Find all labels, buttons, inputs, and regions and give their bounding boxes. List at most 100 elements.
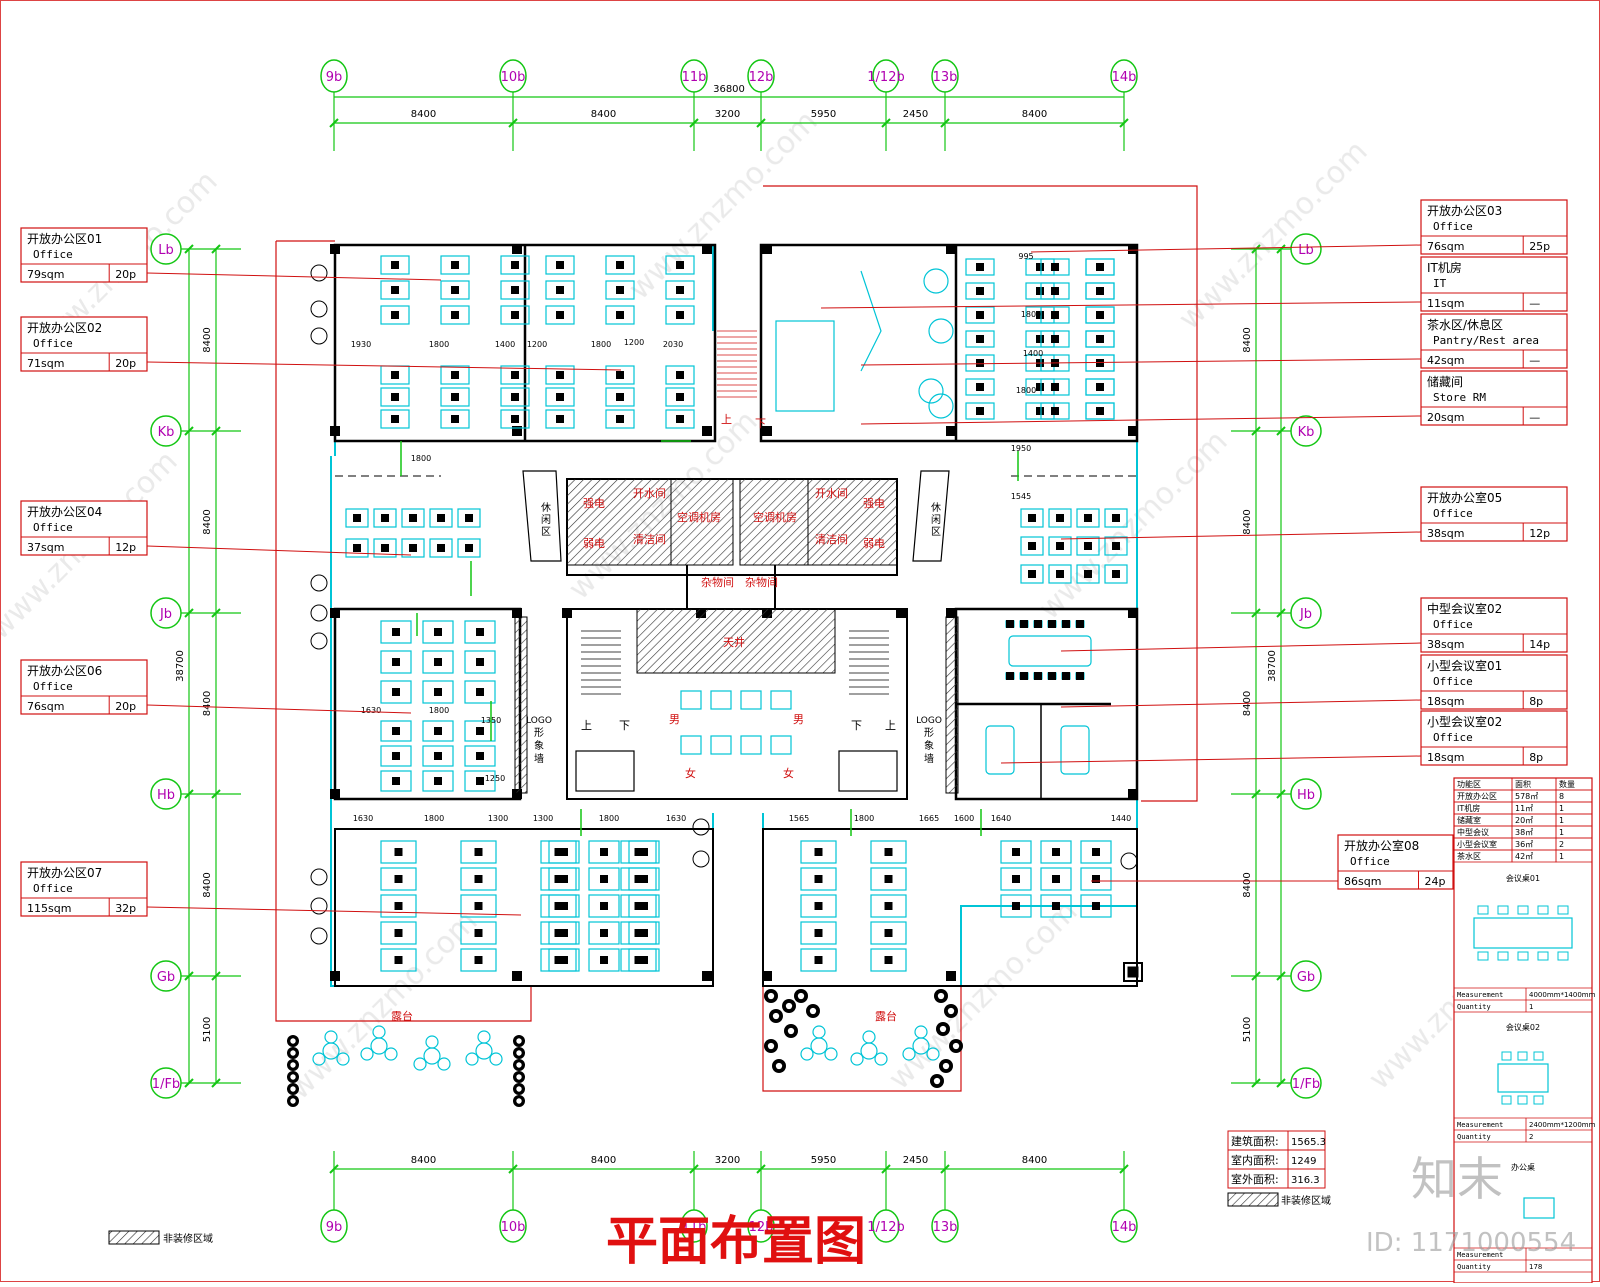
planter-core (290, 1050, 296, 1056)
axis-label: 1/12b (867, 70, 904, 85)
inner-dim: 1800 (424, 814, 444, 823)
callout-en: Office (33, 680, 73, 693)
workstation (422, 620, 454, 644)
dim-tick (940, 118, 950, 128)
chair (556, 393, 564, 401)
chair (474, 848, 483, 856)
callout-frame (1420, 710, 1568, 766)
chair (884, 875, 893, 883)
chair (465, 514, 473, 522)
dim-tick (881, 1164, 891, 1174)
terrace-chair (824, 1047, 838, 1061)
room-label-down-1: 下 (755, 417, 766, 430)
furniture-layer (312, 255, 1128, 1071)
inner-dim: 1400 (1023, 349, 1043, 358)
stats-text: 开放办公区 (1457, 791, 1497, 801)
rest-area-label: 休 (541, 502, 551, 514)
round-table (923, 268, 949, 294)
planter-core (290, 1038, 296, 1044)
chair (616, 261, 624, 269)
chair (1012, 902, 1020, 910)
workstation (500, 409, 530, 429)
terrace-chair (360, 1047, 374, 1061)
chair (391, 311, 399, 319)
chair (1056, 570, 1064, 578)
callout-frame (1420, 256, 1568, 312)
inner-dim: 1640 (991, 814, 1011, 823)
area-label: 室外面积: (1231, 1172, 1279, 1186)
planter-core (290, 1062, 296, 1068)
callout-area: 38sqm (1427, 527, 1464, 540)
dim-text: 5100 (202, 1017, 213, 1042)
workstation (460, 948, 497, 972)
workstation (380, 770, 412, 792)
room-label-down-2: 下 (619, 719, 630, 732)
workstation (665, 305, 695, 325)
axis-label: 14b (1112, 1220, 1137, 1235)
inner-dim: 1800 (429, 706, 449, 715)
workstation (464, 650, 496, 674)
chair (634, 902, 643, 910)
chair (600, 902, 608, 910)
chair (1051, 407, 1059, 415)
chair (1052, 848, 1060, 856)
toilet-stall (710, 735, 732, 755)
column (512, 426, 522, 436)
chair (634, 848, 643, 856)
column (762, 244, 772, 254)
workstation (965, 330, 995, 348)
workstation (457, 508, 481, 528)
chair (1096, 263, 1104, 271)
terrace-table (810, 1037, 828, 1055)
chair (1056, 514, 1064, 522)
chair (451, 371, 459, 379)
dim-text: 3200 (715, 109, 740, 120)
callout-frame (1420, 313, 1568, 369)
inner-dim: 2030 (663, 340, 683, 349)
axis-bubble (1110, 59, 1138, 93)
callout-name: 开放办公区03 (1427, 203, 1502, 218)
workstation (464, 620, 496, 644)
chair (640, 848, 648, 856)
callout-name: 开放办公区02 (27, 320, 102, 335)
dim-text: 2450 (903, 109, 928, 120)
workstation (1040, 282, 1070, 300)
planter-outline (310, 632, 328, 650)
workstation (380, 305, 410, 325)
axis-bubble (1290, 960, 1322, 992)
chair (1096, 383, 1104, 391)
callout-area: 86sqm (1344, 875, 1381, 888)
workstation (588, 894, 620, 918)
axis-label: Hb (1297, 788, 1315, 803)
rest-area-label: 区 (541, 526, 551, 538)
workstation (870, 921, 907, 945)
chair (560, 848, 568, 856)
callout-capacity: 14p (1529, 638, 1550, 651)
workstation (545, 255, 575, 275)
chair (560, 902, 568, 910)
chair (511, 311, 519, 319)
chair (392, 777, 400, 785)
planter-core (767, 992, 775, 1000)
chair (976, 383, 984, 391)
workstation (870, 867, 907, 891)
axis-bubble (1110, 1209, 1138, 1243)
chair (511, 286, 519, 294)
stats-text: 功能区 (1457, 779, 1481, 789)
workstation (464, 720, 496, 742)
axis-label: 12b (749, 70, 774, 85)
terrace-chair (489, 1052, 503, 1066)
callout-leader (146, 545, 412, 556)
axis-bubble (1290, 233, 1322, 265)
chair (634, 956, 643, 964)
chair (1051, 335, 1059, 343)
room-label-up-1: 上 (721, 413, 732, 426)
logo-wall-label: 象 (534, 740, 544, 752)
workstation (380, 720, 412, 742)
chair (676, 393, 684, 401)
callout-capacity: — (1529, 411, 1540, 424)
chair (640, 956, 648, 964)
column (946, 971, 956, 981)
